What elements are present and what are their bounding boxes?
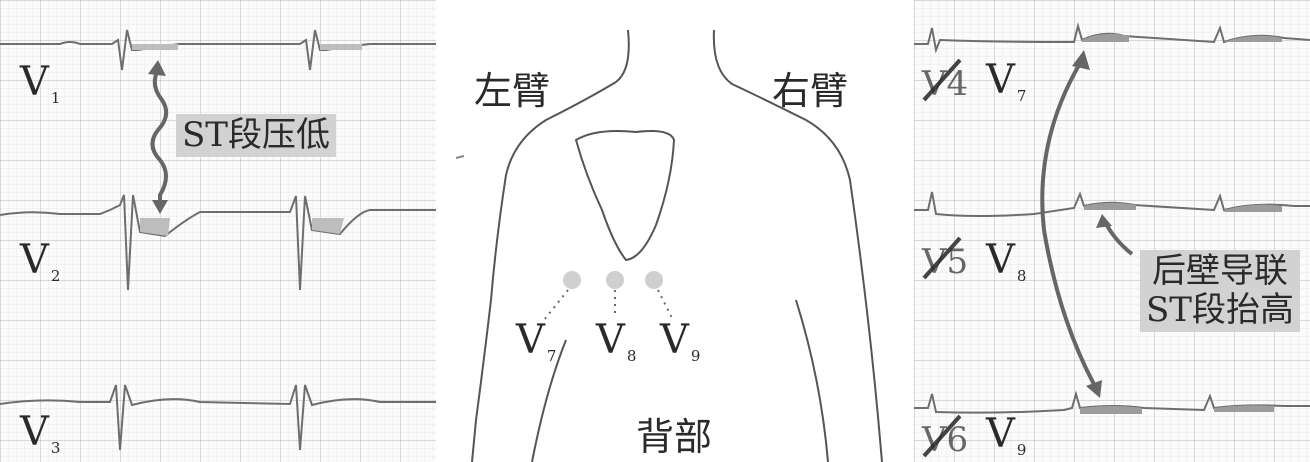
v9-st-shading [1080, 406, 1142, 414]
st-depression-callout: ST段压低 [176, 114, 336, 157]
right-ecg-traces [914, 0, 1310, 462]
electrode-v8-dot [606, 271, 624, 289]
electrode-v7-dot [563, 271, 581, 289]
v1-st-shading [132, 44, 178, 50]
v7-st-shading [1082, 34, 1129, 42]
crossed-lead-v5: V5 [922, 242, 968, 282]
v8-st-shading-2 [1224, 205, 1282, 212]
right-arm-label: 右臂 [772, 60, 848, 115]
st-depression-arrowhead-bottom [152, 200, 168, 214]
st-depression-arrowhead-top [148, 60, 166, 76]
right-arm-inner-line [796, 300, 828, 462]
electrode-v9-dot [645, 271, 663, 289]
electrode-v9-leader [658, 290, 672, 318]
st-elevation-branch-arrowhead [1096, 214, 1112, 228]
left-arm-label: 左臂 [474, 60, 550, 115]
electrode-v7-leader [544, 290, 568, 320]
back-label: 背部 [636, 406, 712, 461]
left-ecg-traces [0, 0, 436, 462]
st-elevation-arrowhead-top [1072, 50, 1090, 70]
v2-trace [0, 195, 436, 290]
heart-outline [576, 131, 674, 260]
crossed-lead-v6: V6 [922, 420, 968, 460]
st-elevation-arrow-curve [1042, 60, 1096, 388]
st-elevation-callout-line2: ST段抬高 [1146, 291, 1294, 330]
st-elevation-callout: 后壁导联 ST段抬高 [1140, 250, 1300, 332]
v1-st-shading-2 [320, 44, 362, 50]
v3-trace [0, 385, 436, 450]
v1-trace [0, 30, 436, 70]
st-elevation-callout-line1: 后壁导联 [1146, 252, 1294, 291]
crossed-lead-v4: V4 [922, 64, 968, 104]
stray-mark [456, 156, 464, 158]
st-depression-arrow [152, 70, 166, 205]
